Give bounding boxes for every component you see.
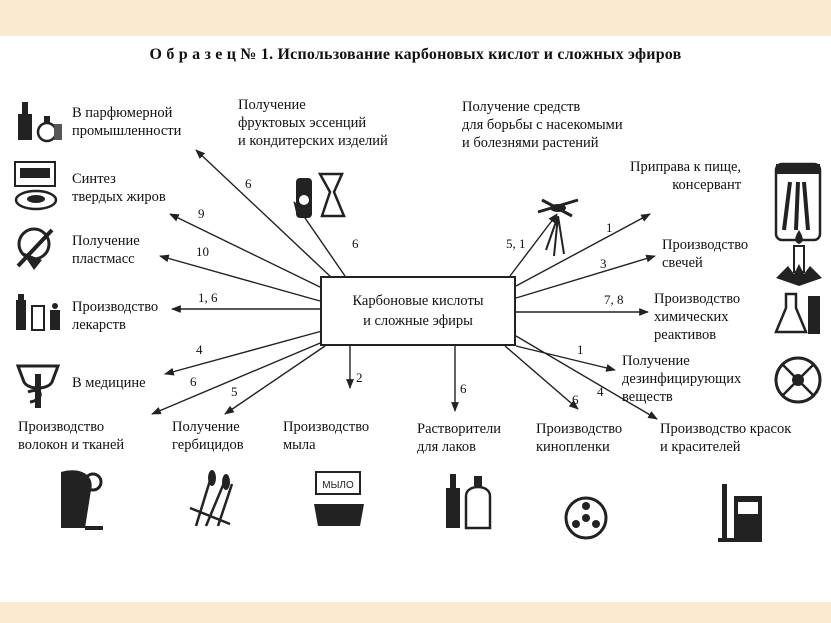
- label-candles: Производство свечей: [662, 237, 749, 271]
- fruit-candy-icon: [296, 172, 346, 218]
- arrow-fibers: [151, 340, 326, 415]
- number-herbicides: 5: [231, 384, 238, 399]
- perfume-bottles-icon: [18, 102, 62, 143]
- number-fruit: 6: [352, 236, 359, 251]
- candle-icon: [776, 230, 822, 286]
- plastic-items-icon: [16, 227, 54, 270]
- crop-plants-icon: [189, 470, 234, 527]
- number-fibers: 6: [190, 374, 197, 389]
- arrow-film: [504, 345, 579, 410]
- varnish-bottles-icon: [446, 474, 492, 530]
- caduceus-icon: [15, 364, 61, 408]
- medicine-bottles-icon: [16, 294, 60, 331]
- soap-bar-text: МЫЛО: [322, 480, 354, 491]
- number-disinfect: 1: [577, 342, 584, 357]
- label-fibers: Производство волокон и тканей: [18, 419, 125, 453]
- number-food: 1: [606, 220, 613, 235]
- label-soap: Производство мыла: [283, 419, 370, 453]
- paint-cans-icon: [718, 484, 762, 542]
- hub-box: Карбоновые кислоты и сложные эфиры: [320, 276, 516, 346]
- label-insects: Получение средств для борьбы с насекомым…: [462, 99, 623, 151]
- fabric-spool-icon: [61, 470, 103, 530]
- arrow-herbicides: [224, 345, 326, 415]
- number-plastics: 10: [196, 244, 209, 259]
- label-reagents: Производство химических реактивов: [654, 291, 741, 343]
- label-fats: Синтез твердых жиров: [72, 171, 166, 205]
- disinfectant-icon: [774, 356, 822, 404]
- label-perfume: В парфюмерной промышленности: [72, 105, 182, 139]
- label-medicine: В медицине: [72, 375, 146, 391]
- number-drugs: 1, 6: [198, 290, 218, 305]
- label-fruit: Получение фруктовых эссенций и кондитерс…: [238, 97, 388, 149]
- fat-package-icon: [14, 161, 58, 211]
- arrow-medicine: [164, 330, 323, 376]
- label-food: Приправа к пище, консервант: [630, 159, 742, 193]
- number-paints: 4: [597, 384, 604, 399]
- arrow-perfume: [195, 149, 333, 279]
- label-paints: Производство красок и красителей: [660, 421, 792, 455]
- number-reagents: 7, 8: [604, 292, 624, 307]
- label-herbicides: Получение гербицидов: [172, 419, 244, 453]
- arrow-insects: [509, 213, 558, 277]
- number-fats: 9: [198, 206, 205, 221]
- arrows-layer: [151, 149, 658, 420]
- film-reel-icon: [564, 496, 608, 540]
- number-medicine: 4: [196, 342, 203, 357]
- arrow-fats: [169, 213, 323, 289]
- label-solvents: Растворители для лаков: [417, 421, 502, 455]
- label-film: Производство кинопленки: [536, 421, 623, 455]
- diagram-sheet: О б р а з е ц № 1. Использование карбоно…: [0, 36, 831, 602]
- arrow-candles: [515, 254, 656, 299]
- label-disinfect: Получение дезинфицирующих веществ: [622, 353, 742, 405]
- number-candles: 3: [600, 256, 607, 271]
- diagram-title: О б р а з е ц № 1. Использование карбоно…: [149, 46, 682, 63]
- arrow-plastics: [159, 254, 321, 302]
- number-film: 6: [572, 392, 579, 407]
- number-soap: 2: [356, 370, 363, 385]
- number-insects: 5, 1: [506, 236, 526, 251]
- label-drugs: Производство лекарств: [72, 299, 159, 333]
- insect-spray-icon: [537, 198, 579, 257]
- arrow-food: [515, 213, 651, 287]
- label-plastics: Получение пластмасс: [72, 233, 140, 267]
- lab-flask-icon: [774, 292, 820, 334]
- number-perfume: 6: [245, 176, 252, 191]
- arrow-paints: [515, 335, 658, 420]
- soap-bar-icon: МЫЛО: [314, 471, 364, 526]
- arrow-disinfect: [515, 345, 616, 372]
- hub-label: Карбоновые кислоты и сложные эфиры: [352, 293, 484, 329]
- number-solvents: 6: [460, 381, 467, 396]
